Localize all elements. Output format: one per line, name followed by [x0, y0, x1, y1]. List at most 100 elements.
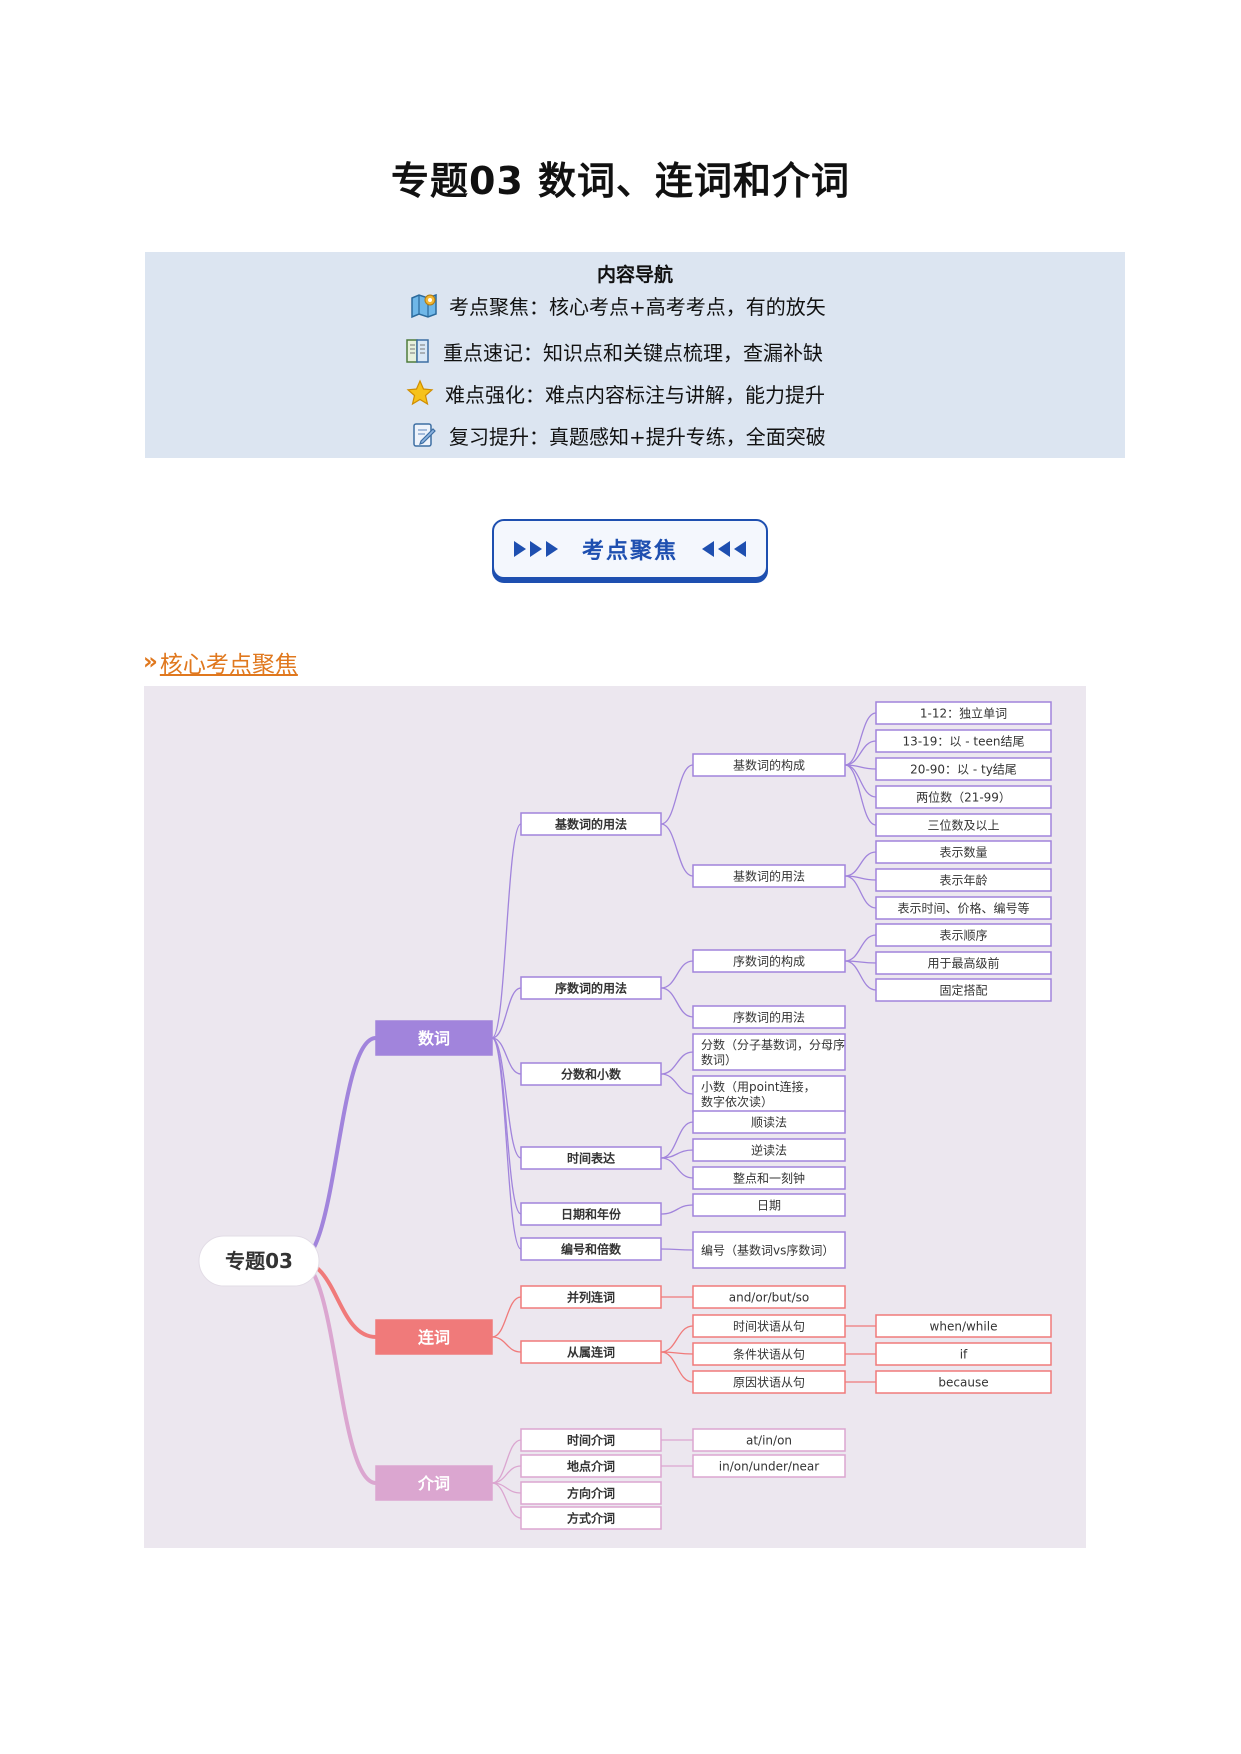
subcategory-node: 时间状语从句 [692, 1314, 846, 1338]
mind-map-connector [660, 1351, 694, 1383]
mind-map-node-label: 介词 [417, 1474, 450, 1493]
mind-map-node-label: 序数词的用法 [555, 980, 627, 995]
mind-map-connector [491, 1482, 522, 1519]
double-chevron-icon: » [143, 649, 158, 675]
detail-node: when/while [875, 1314, 1052, 1338]
mind-map-node-label: 13-19：以 - teen结尾 [903, 734, 1025, 748]
mind-map-connector [660, 960, 694, 989]
mind-map-node-label: 小数（用point连接， [701, 1079, 816, 1094]
subcategory-node: and/or/but/so [692, 1285, 846, 1309]
mind-map-node-label: 原因状语从句 [733, 1375, 805, 1389]
mind-map-node-label: 逆读法 [751, 1142, 787, 1157]
detail-node: 13-19：以 - teen结尾 [875, 729, 1052, 753]
subcategory-node: in/on/under/near [692, 1454, 846, 1478]
mind-map-node-label: 基数词的用法 [733, 868, 805, 883]
category-node: 方式介词 [520, 1506, 662, 1530]
category-node: 地点介词 [520, 1454, 662, 1478]
mind-map-node-label: 用于最高级前 [927, 955, 999, 970]
detail-node: 表示顺序 [875, 923, 1052, 947]
category-node: 基数词的用法 [520, 812, 662, 836]
category-node: 日期和年份 [520, 1202, 662, 1226]
mind-map-connector [491, 1465, 522, 1484]
mind-map-connector [844, 851, 877, 877]
subcategory-node: 顺读法 [692, 1110, 846, 1134]
mind-map-node-label: 时间介词 [567, 1432, 615, 1447]
mind-map-node-label: 基数词的用法 [554, 816, 627, 831]
detail-node: 表示年龄 [875, 868, 1052, 892]
mind-map-connector [660, 1325, 694, 1353]
mind-map-connector [660, 987, 694, 1018]
mind-map-node-label: 条件状语从句 [733, 1347, 805, 1361]
root-node: 专题03 [198, 1235, 320, 1287]
mind-map-connector [844, 764, 877, 826]
mind-map-connector [491, 1439, 522, 1484]
mind-map-node-label: 时间状语从句 [733, 1319, 805, 1333]
detail-node: if [875, 1342, 1052, 1366]
category-node: 从属连词 [520, 1340, 662, 1364]
subcategory-node: 编号（基数词vs序数词） [692, 1231, 846, 1269]
subcategory-node: at/in/on [692, 1428, 846, 1452]
mind-map-node-label: in/on/under/near [719, 1459, 820, 1473]
mind-map-node-label: 数词） [701, 1052, 737, 1067]
subcategory-node: 基数词的用法 [692, 864, 846, 888]
subcategory-node: 条件状语从句 [692, 1342, 846, 1366]
content-navigation-box: 内容导航 考点聚焦：核心考点+高考考点，有的放矢 重点速记：知识点和关键点梳理，… [145, 252, 1125, 458]
nav-row-label: 复习提升：真题感知+提升专练，全面突破 [449, 424, 826, 449]
mind-map-connector [844, 875, 877, 909]
mind-map-node-label: 时间表达 [567, 1150, 615, 1165]
mind-map-connector [844, 960, 877, 991]
category-node: 时间介词 [520, 1428, 662, 1452]
subcategory-node: 整点和一刻钟 [692, 1166, 846, 1190]
page-title: 专题03 数词、连词和介词 [390, 159, 851, 203]
detail-node: 1-12：独立单词 [875, 701, 1052, 725]
mind-map-node-label: 表示顺序 [939, 927, 987, 942]
mind-map-node-label: 1-12：独立单词 [920, 705, 1007, 720]
nav-row-focus[interactable]: 考点聚焦：核心考点+高考考点，有的放矢 [409, 288, 826, 322]
nav-row-difficulty[interactable]: 难点强化：难点内容标注与讲解，能力提升 [405, 376, 825, 410]
nav-row-notes[interactable]: 重点速记：知识点和关键点梳理，查漏补缺 [403, 334, 823, 368]
subcategory-node: 逆读法 [692, 1138, 846, 1162]
mind-map-node-label: 表示年龄 [939, 873, 987, 887]
mind-map-node-label: 整点和一刻钟 [733, 1170, 805, 1185]
subcategory-node: 日期 [692, 1193, 846, 1217]
detail-node: 表示数量 [875, 840, 1052, 864]
category-node: 序数词的用法 [520, 976, 662, 1000]
mind-map-connector [660, 1157, 694, 1179]
branch-node: 连词 [375, 1319, 493, 1355]
mind-map-node-label: 日期和年份 [561, 1206, 622, 1221]
edit-icon [413, 423, 436, 447]
mind-map-connector [660, 1073, 694, 1095]
mind-map-connector [660, 823, 694, 877]
mind-map-connector [660, 1248, 694, 1251]
exam-focus-banner: 考点聚焦 [492, 519, 768, 579]
detail-node: because [875, 1370, 1052, 1394]
mind-map-connector [491, 1037, 522, 1250]
mind-map-node-label: 两位数（21-99） [916, 789, 1011, 804]
mind-map-node-label: 表示数量 [939, 844, 987, 859]
detail-node: 固定搭配 [875, 978, 1052, 1002]
mind-map-node-label: because [938, 1375, 988, 1389]
detail-node: 20-90：以 - ty结尾 [875, 757, 1052, 781]
mind-map-node-label: 日期 [757, 1198, 781, 1212]
mind-map-node-label: 序数词的构成 [733, 953, 805, 968]
subcategory-node: 序数词的用法 [692, 1005, 846, 1029]
nav-row-review[interactable]: 复习提升：真题感知+提升专练，全面突破 [409, 418, 826, 452]
mind-map-node-label: 20-90：以 - ty结尾 [910, 762, 1017, 776]
banner-label: 考点聚焦 [581, 539, 678, 564]
mind-map-node-label: 数词 [418, 1029, 450, 1048]
mind-map-connector [660, 764, 694, 825]
branch-node: 介词 [375, 1465, 493, 1501]
mind-map-node-label: 表示时间、价格、编号等 [897, 900, 1029, 915]
mind-map-node-label: 地点介词 [567, 1458, 615, 1473]
mind-map-connector [844, 934, 877, 962]
mind-map-node-label: 分数（分子基数词，分母序 [701, 1037, 845, 1052]
mind-map-connector [491, 1037, 522, 1075]
mind-map-node-label: 序数词的用法 [733, 1009, 805, 1024]
section-title: 核心考点聚焦 [159, 652, 298, 678]
mind-map-node-label: 方式介词 [567, 1510, 615, 1525]
mind-map-connector [660, 1204, 694, 1215]
subcategory-node: 序数词的构成 [692, 949, 846, 973]
detail-node: 表示时间、价格、编号等 [875, 896, 1052, 920]
